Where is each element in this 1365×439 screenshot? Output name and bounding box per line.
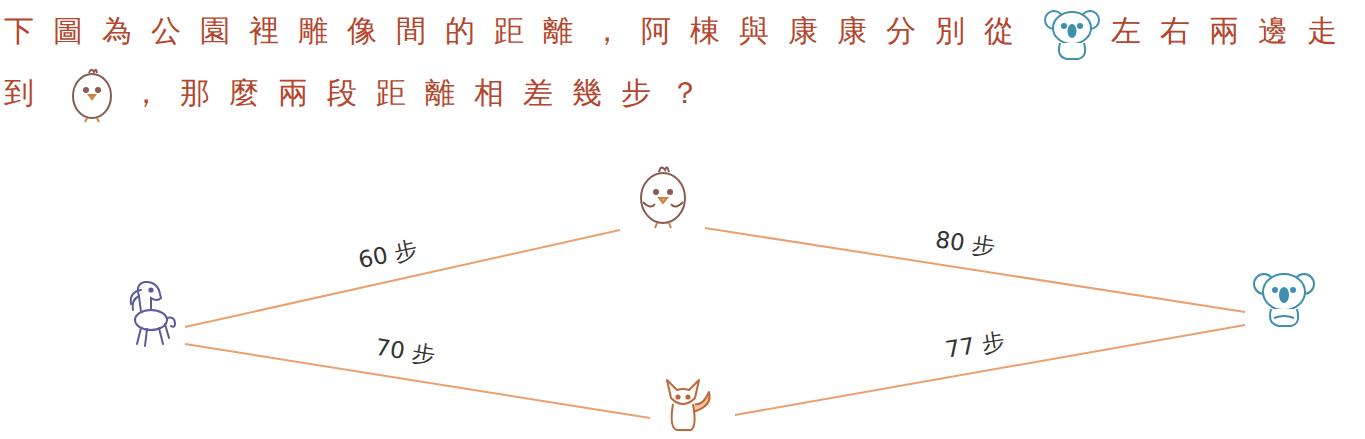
- chick-eye: [84, 88, 88, 92]
- distance-label: 60 步: [353, 235, 423, 276]
- chick-icon: [61, 66, 123, 124]
- chick-beak: [659, 198, 667, 203]
- question-part: 下圖為公園裡雕像間的距離，阿棟與康康分別從: [4, 13, 1033, 48]
- horse-eye: [149, 288, 152, 291]
- koala-nose: [1280, 288, 1288, 302]
- koala-body: [1059, 43, 1085, 59]
- koala-head: [1263, 274, 1305, 310]
- chick-statue: [641, 167, 685, 228]
- koala-eye: [1062, 24, 1066, 28]
- koala-eye: [1291, 288, 1295, 292]
- koala-arms: [1274, 316, 1294, 318]
- chick-tuft: [659, 167, 669, 172]
- path-line: [735, 325, 1245, 415]
- horse-mane: [131, 290, 141, 310]
- chick-beak: [89, 95, 95, 99]
- path-line: [185, 230, 620, 327]
- koala-statue: [1254, 274, 1314, 326]
- chick-eye: [668, 190, 672, 194]
- koala-nose: [1069, 25, 1076, 37]
- horse-statue: [131, 282, 175, 346]
- horse-head: [138, 282, 161, 312]
- question-part: ，那麼兩段距離相差幾步？: [131, 75, 719, 110]
- distance-label: 70 步: [370, 333, 439, 371]
- horse-legs: [137, 324, 169, 346]
- chick-body: [73, 74, 111, 118]
- horse-tail: [167, 318, 175, 327]
- koala-body: [1270, 309, 1298, 326]
- chick-icon-art: [73, 69, 111, 121]
- koala-eye: [1273, 288, 1277, 292]
- chick-feet: [655, 223, 671, 228]
- fox-body: [672, 404, 695, 430]
- chick-tuft: [89, 69, 97, 72]
- chick-eye: [654, 190, 658, 194]
- koala-icon-art: [1045, 11, 1099, 59]
- fox-statue: [667, 380, 710, 430]
- question-text: 下圖為公園裡雕像間的距離，阿棟與康康分別從左右兩邊走到，那麼兩段距離相差幾步？: [4, 0, 1364, 124]
- chick-eye: [96, 88, 100, 92]
- koala-icon: [1041, 4, 1103, 62]
- chick-feet: [85, 118, 99, 122]
- chick-wings: [643, 202, 683, 207]
- horse-body: [135, 310, 167, 330]
- distance-label: 77 步: [940, 327, 1009, 365]
- koala-head: [1053, 12, 1091, 44]
- distance-label: 80 步: [931, 226, 1000, 262]
- fox-head: [667, 380, 699, 404]
- fox-eye: [686, 395, 689, 398]
- chick-body: [641, 173, 685, 223]
- paths: [185, 228, 1245, 418]
- fox-eye: [676, 395, 679, 398]
- koala-eye: [1078, 24, 1082, 28]
